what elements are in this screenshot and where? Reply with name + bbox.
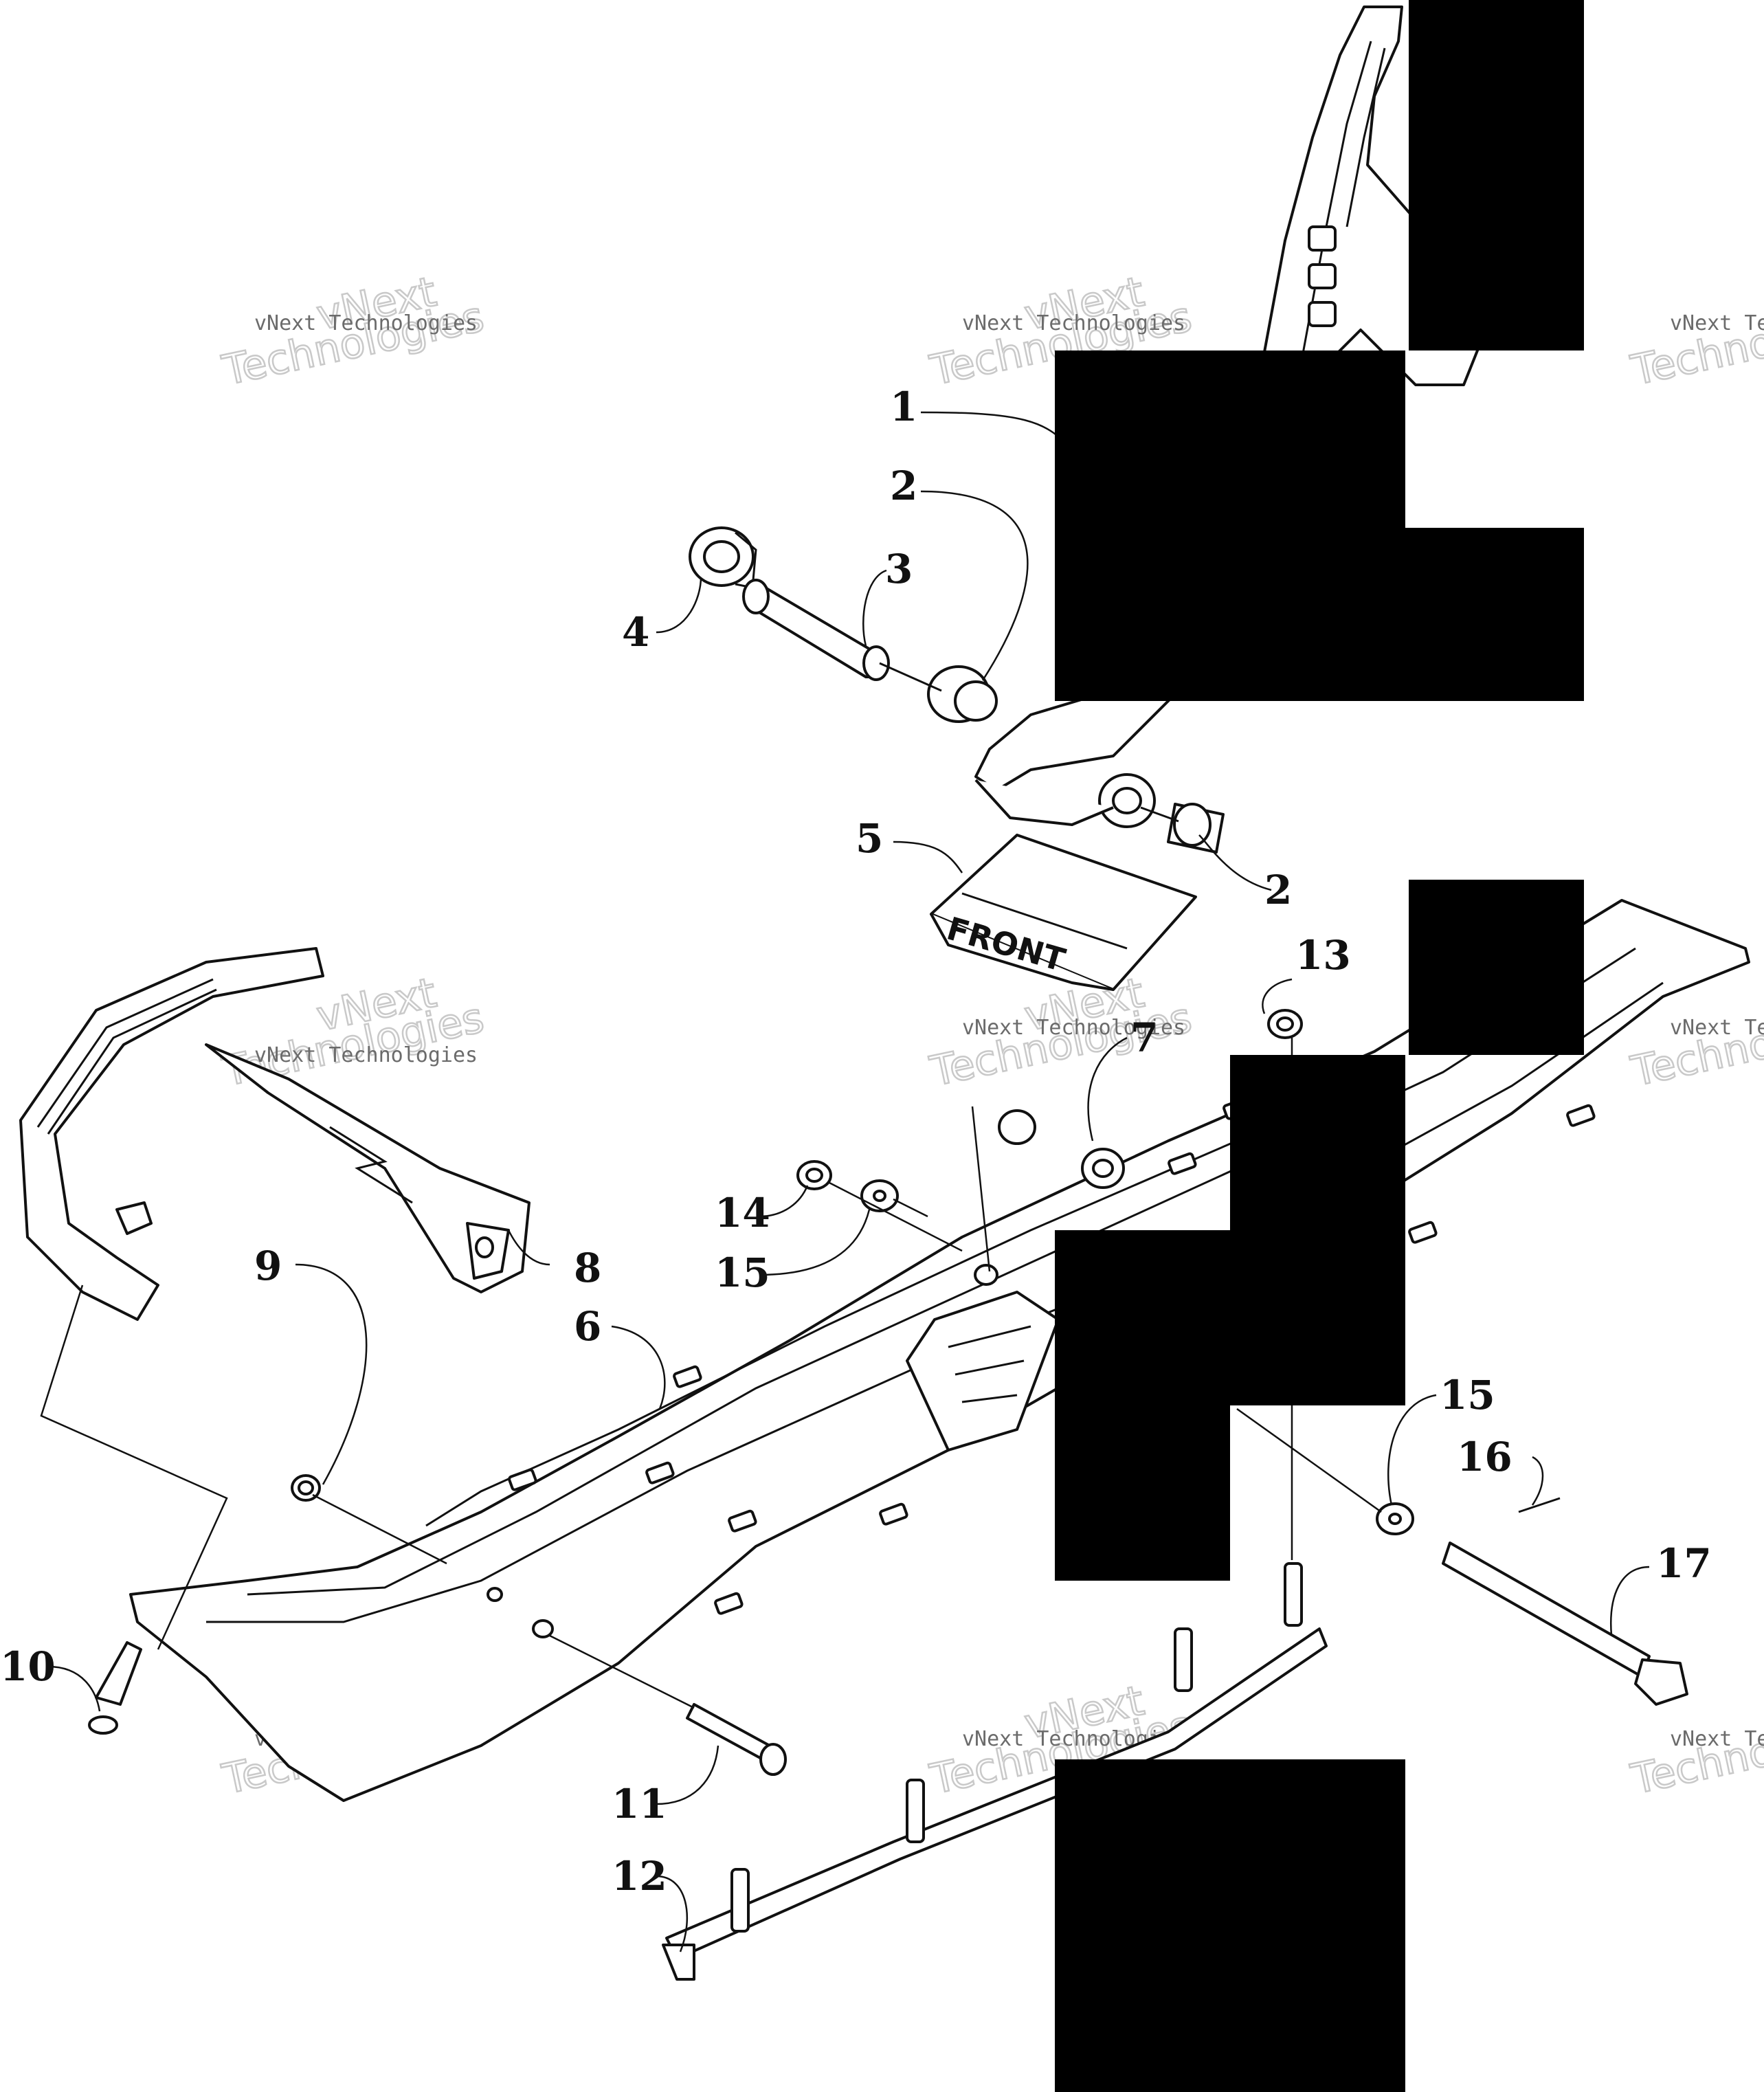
callout-15: 15 — [715, 1249, 770, 1296]
redaction-block — [1055, 1759, 1405, 2092]
watermark-text: vNext Technologies — [962, 311, 1185, 335]
callout-17: 17 — [1656, 1540, 1712, 1587]
redaction-block — [1055, 1230, 1230, 1581]
callout-3: 3 — [885, 546, 913, 592]
callout-1: 1 — [890, 383, 917, 430]
redaction-block — [1409, 0, 1584, 350]
washer-15-left — [860, 1179, 899, 1212]
wear-bar — [662, 1562, 1328, 1981]
callout-16: 16 — [1457, 1434, 1512, 1480]
watermark-text: vNext Technologies — [254, 311, 478, 335]
axis-line — [1140, 806, 1179, 823]
bushing-lower — [1167, 803, 1225, 854]
axis-line — [879, 662, 942, 692]
watermark-text: vNext Technologies — [1670, 311, 1764, 335]
watermark-text: vNext Technologies — [254, 1043, 478, 1067]
redaction-block — [1055, 350, 1405, 701]
bolt-17 — [1442, 1542, 1688, 1706]
callout-15-right: 15 — [1440, 1372, 1495, 1418]
callout-14: 14 — [715, 1190, 770, 1236]
spindle-slot — [1308, 263, 1337, 289]
callout-12: 12 — [612, 1853, 667, 1900]
bolt-10 — [88, 1641, 142, 1735]
watermark-3: Technologies — [1626, 292, 1764, 396]
watermark-outline: Technologies — [1627, 293, 1764, 395]
lock-nut-13 — [1267, 1009, 1303, 1039]
redaction-block — [1409, 880, 1584, 1055]
redaction-block — [1405, 528, 1584, 701]
flange-nut-9 — [115, 1201, 153, 1235]
nut-14 — [796, 1160, 832, 1190]
bushing-left — [689, 526, 757, 589]
watermark-text: vNext Technologies — [1670, 1727, 1764, 1751]
callout-labels: 1 2 3 4 5 2 13 7 14 15 8 9 6 15 16 17 10… — [0, 383, 1712, 1900]
washer-15-right — [1376, 1502, 1414, 1535]
bolt-11 — [686, 1703, 787, 1776]
redaction-blocks — [1055, 0, 1584, 2092]
callout-8: 8 — [574, 1245, 601, 1291]
shoulder-washer-7 — [998, 1109, 1125, 1189]
watermark-outline: Technologies — [1627, 1702, 1764, 1804]
watermark-9: Technologies — [1626, 1701, 1764, 1805]
spindle-slot — [1308, 225, 1337, 252]
callout-2-lower: 2 — [1264, 867, 1292, 913]
watermark-text: vNext Technologies — [1670, 1016, 1764, 1040]
callout-13: 13 — [1295, 932, 1351, 979]
sleeve-tube — [742, 579, 890, 681]
callout-9: 9 — [254, 1243, 282, 1289]
bushing-upper — [927, 665, 998, 723]
spindle-slot — [1308, 301, 1337, 327]
cotter-pin-16 — [1518, 1497, 1561, 1513]
callout-2: 2 — [890, 463, 917, 509]
callout-4: 4 — [622, 609, 649, 656]
callout-6: 6 — [574, 1303, 601, 1350]
spindle-bore-inner — [1112, 787, 1142, 814]
front-pad: FRONT — [930, 834, 1197, 991]
callout-11: 11 — [612, 1781, 667, 1827]
ski-handle — [19, 947, 531, 1321]
flange-nut-9-lower — [291, 1474, 321, 1502]
callout-10: 10 — [0, 1643, 56, 1690]
watermark-text: vNext Technologies — [962, 1016, 1185, 1040]
callout-5: 5 — [856, 815, 883, 862]
redaction-block — [1230, 1230, 1405, 1405]
callout-7: 7 — [1130, 1014, 1158, 1061]
